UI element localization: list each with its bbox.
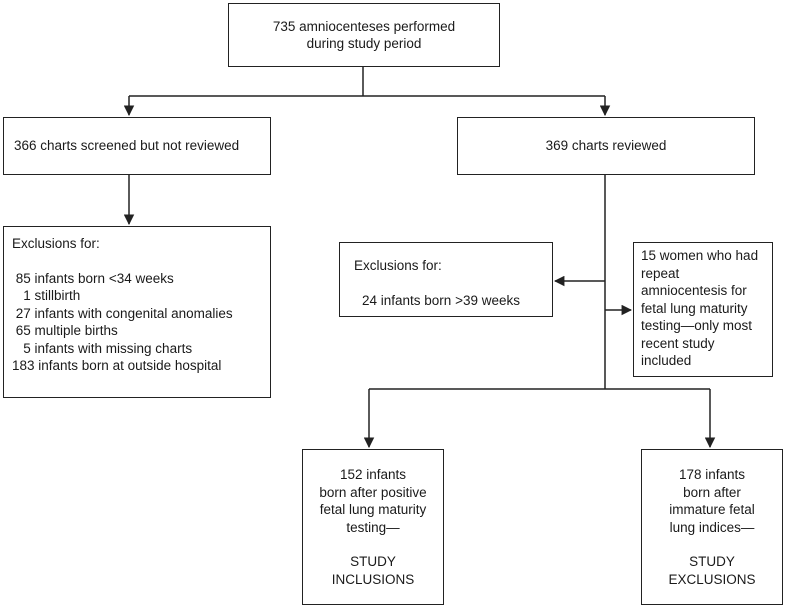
box-amniocenteses-performed: 735 amniocenteses performed during study… xyxy=(228,3,500,67)
box-text-line: immature fetal xyxy=(669,502,755,517)
study-label: INCLUSIONS xyxy=(331,571,415,587)
box-text-line: testing— xyxy=(346,519,400,535)
box-exclusions-mid: Exclusions for: 24 infants born >39 week… xyxy=(339,242,553,317)
exclusion-item: 5 infants with missing charts xyxy=(12,340,193,356)
box-text: 366 charts screened but not reviewed xyxy=(14,138,240,154)
box-text-line: lung indices— xyxy=(669,519,755,535)
box-text-line: testing—only most xyxy=(641,318,753,333)
exclusions-heading: Exclusions for: xyxy=(354,258,442,273)
box-text: 369 charts reviewed xyxy=(545,138,667,154)
box-text-line: fetal lung maturity xyxy=(641,300,748,316)
box-text-line: fetal lung maturity xyxy=(319,502,427,517)
box-text-line: 735 amniocenteses performed xyxy=(272,18,456,34)
box-study-exclusions: 178 infants born after immature fetal lu… xyxy=(641,449,783,605)
exclusion-item: 24 infants born >39 weeks xyxy=(362,292,520,308)
box-text-line: 15 women who had xyxy=(641,248,759,263)
box-charts-not-reviewed: 366 charts screened but not reviewed xyxy=(3,117,271,175)
study-label: STUDY xyxy=(689,554,735,569)
box-text-line: born after positive xyxy=(319,484,427,500)
box-text-line: 152 infants xyxy=(339,467,407,482)
box-text-line: amniocentesis for xyxy=(641,283,747,298)
exclusions-heading: Exclusions for: xyxy=(12,236,100,251)
exclusion-item: 27 infants with congenital anomalies xyxy=(12,305,233,321)
box-text-line: repeat xyxy=(641,265,680,281)
box-text-line: 178 infants xyxy=(678,467,746,482)
box-charts-reviewed: 369 charts reviewed xyxy=(457,117,755,175)
exclusion-item: 65 multiple births xyxy=(12,323,118,338)
exclusion-item: 1 stillbirth xyxy=(12,288,81,303)
box-exclusions-left: Exclusions for: 85 infants born <34 week… xyxy=(3,226,271,398)
study-label: STUDY xyxy=(350,554,396,569)
box-repeat-amniocentesis: 15 women who had repeat amniocentesis fo… xyxy=(633,242,773,377)
box-text-line: during study period xyxy=(306,36,422,51)
box-text-line: included xyxy=(641,353,692,368)
box-text-line: recent study xyxy=(641,335,715,351)
box-text-line: born after xyxy=(683,484,741,500)
exclusion-item: 85 infants born <34 weeks xyxy=(12,270,174,286)
box-study-inclusions: 152 infants born after positive fetal lu… xyxy=(302,449,444,605)
exclusion-item: 183 infants born at outside hospital xyxy=(12,358,222,373)
study-label: EXCLUSIONS xyxy=(668,571,756,587)
